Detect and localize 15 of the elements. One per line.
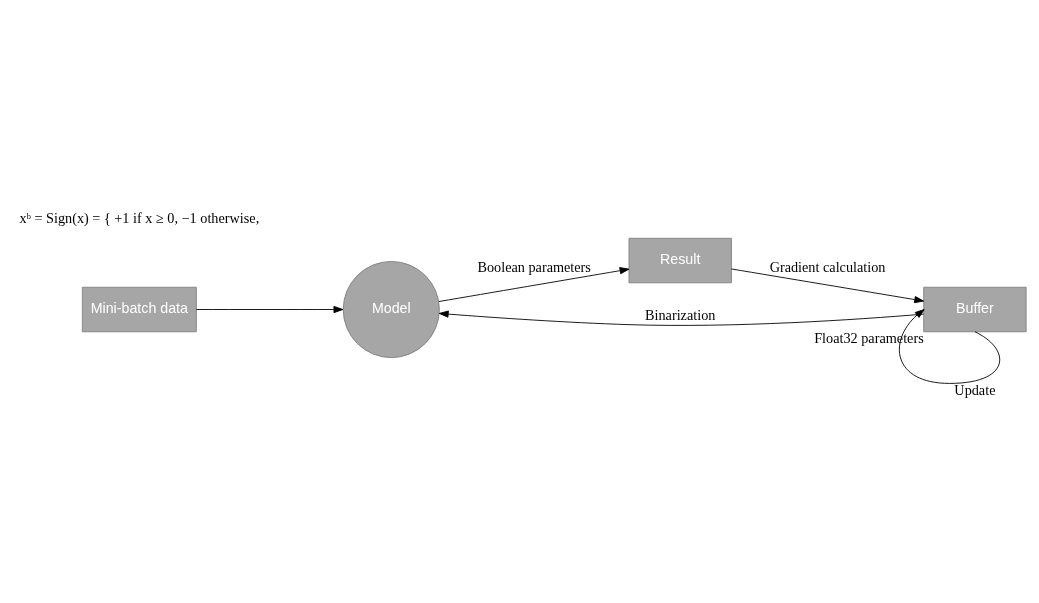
node-box: Buffer bbox=[923, 286, 1027, 333]
edge-label: Update bbox=[954, 381, 996, 398]
node-label: Float32 parameters bbox=[814, 330, 924, 347]
node-box: Result bbox=[628, 237, 732, 284]
arrow bbox=[438, 310, 924, 326]
arrow bbox=[898, 309, 1001, 384]
arrow bbox=[438, 267, 630, 302]
arrow bbox=[195, 305, 344, 314]
edge-label: Boolean parameters bbox=[477, 258, 591, 275]
node-circle: Model bbox=[342, 261, 440, 359]
edge-label: Gradient calculation bbox=[769, 258, 886, 275]
edge-label: Binarization bbox=[645, 307, 716, 324]
node-box: Mini-batch data bbox=[81, 286, 197, 333]
arrow bbox=[731, 268, 925, 304]
label: xᵇ = Sign(x) = { +1 if x ≥ 0, −1 otherwise, bbox=[19, 209, 260, 226]
